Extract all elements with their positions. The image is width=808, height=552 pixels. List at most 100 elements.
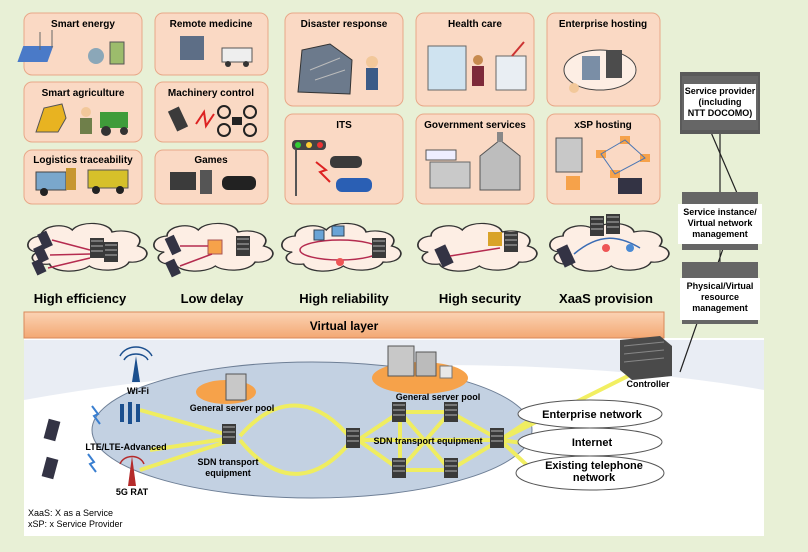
collapsed-building-icon	[297, 43, 353, 95]
office-worker-icon	[429, 161, 471, 189]
signal-icon	[91, 405, 101, 425]
service-label: Games	[194, 155, 228, 166]
server-rack-icon	[387, 345, 415, 377]
smartphone-icon	[556, 244, 576, 268]
mgmt-line: NTT DOCOMO)	[688, 108, 753, 118]
service-box-logistics-traceability: Logistics traceability	[23, 149, 143, 205]
person-icon	[366, 68, 378, 90]
mgmt-line: (including	[699, 97, 742, 107]
service-label: Smart energy	[51, 19, 115, 30]
smartphone-icon	[434, 244, 454, 268]
feature-cloud-high-reliability	[281, 222, 402, 272]
hospital-icon	[427, 45, 467, 91]
5g-rat-antenna: 5G RAT	[116, 455, 149, 497]
smartphone-icon	[164, 234, 182, 256]
virtual-layer-bar: Virtual layer	[23, 311, 665, 339]
sdn-label-left: equipment	[205, 468, 251, 478]
service-label: ITS	[336, 120, 352, 131]
feature-label: Low delay	[181, 291, 245, 306]
office-building-icon	[582, 56, 600, 80]
car-icon	[330, 156, 362, 168]
service-label: Remote medicine	[170, 19, 253, 30]
meter-icon	[88, 48, 104, 64]
server-icon	[606, 50, 622, 78]
tractor-icon	[100, 112, 128, 128]
solar-panel-icon	[17, 46, 54, 62]
feature-labels: High efficiency Low delay High reliabili…	[34, 291, 653, 306]
general-server-pool-right: General server pool	[372, 345, 480, 402]
phone-stack-icon	[31, 230, 53, 276]
enterprise-network-cloud: Enterprise network	[517, 399, 663, 429]
wifi-label: Wi-Fi	[127, 386, 149, 396]
service-box-xsp-hosting: xSP hosting	[546, 113, 661, 205]
lte-label: LTE/LTE-Advanced	[85, 442, 166, 452]
feature-label: High reliability	[299, 291, 389, 306]
laptop-icon	[618, 178, 642, 194]
mgmt-line: Virtual network	[688, 218, 754, 228]
mgmt-line: management	[692, 229, 748, 239]
sdn-switch-icon	[490, 428, 504, 448]
service-label: Government services	[424, 120, 526, 131]
sdn-switch-icon	[346, 428, 360, 448]
signal-icon	[87, 453, 97, 473]
smartphone-icon	[41, 456, 59, 480]
feature-label: High security	[439, 291, 522, 306]
feature-cloud-high-efficiency	[27, 222, 148, 276]
rat-label: 5G RAT	[116, 487, 149, 497]
sdn-switch-icon	[444, 458, 458, 478]
excavator-icon	[35, 103, 67, 133]
sdn-label-left: SDN transport	[197, 457, 258, 467]
service-box-games: Games	[154, 149, 269, 205]
service-label: Smart agriculture	[42, 88, 125, 99]
server-icon	[590, 216, 604, 236]
service-box-its: ITS	[284, 113, 404, 205]
doctor-icon	[180, 36, 204, 60]
controller-label: Controller	[626, 379, 669, 389]
car-icon	[336, 178, 372, 192]
caregiver-icon	[472, 66, 484, 86]
farmer-icon	[80, 118, 92, 134]
truck-icon	[35, 171, 67, 191]
drone-icon	[217, 105, 257, 137]
server-pool-label: General server pool	[190, 403, 275, 413]
service-box-health-care: Health care	[415, 12, 535, 107]
footnote: XaaS: X as a Service	[28, 508, 113, 518]
service-box-machinery-control: Machinery control	[154, 81, 269, 143]
network-nodes-icon	[596, 136, 650, 178]
feature-label: XaaS provision	[559, 291, 653, 306]
service-box-enterprise-hosting: Enterprise hosting	[546, 12, 661, 107]
service-box-smart-energy: Smart energy	[17, 12, 143, 76]
government-building-icon	[479, 139, 521, 191]
sdn-label-right: SDN transport equipment	[373, 436, 482, 446]
telephone-network-cloud: Existing telephone network	[515, 455, 665, 491]
server-icon	[372, 238, 386, 258]
wifi-tower: Wi-Fi	[119, 346, 153, 396]
lock-icon	[488, 232, 502, 246]
service-provider-box: Service provider (including NTT DOCOMO)	[680, 72, 760, 134]
mgmt-line: Service provider	[685, 86, 756, 96]
service-box-smart-agriculture: Smart agriculture	[23, 81, 143, 143]
feature-cloud-xaas-provision	[549, 214, 670, 272]
external-network-label: Existing telephone	[545, 460, 643, 472]
controller: Controller	[620, 336, 672, 389]
mgmt-line: resource	[701, 292, 739, 302]
general-server-pool-left: General server pool	[190, 373, 275, 413]
service-box-disaster-response: Disaster response	[284, 12, 404, 107]
service-label: Logistics traceability	[33, 155, 133, 166]
server-rack-icon	[555, 137, 583, 173]
external-network-label: network	[573, 472, 616, 484]
server-icon	[504, 232, 518, 252]
container-icon	[87, 169, 129, 189]
mgmt-line: Physical/Virtual	[687, 281, 754, 291]
feature-label: High efficiency	[34, 291, 127, 306]
game-console-icon	[222, 176, 256, 190]
feature-cloud-high-security	[417, 222, 538, 272]
sdn-switch-icon	[392, 402, 406, 422]
server-icon	[90, 238, 104, 258]
sdn-switch-icon	[444, 402, 458, 422]
internet-cloud: Internet	[517, 427, 663, 457]
server-rack-icon	[225, 373, 247, 401]
service-box-government-services: Government services	[415, 113, 535, 205]
